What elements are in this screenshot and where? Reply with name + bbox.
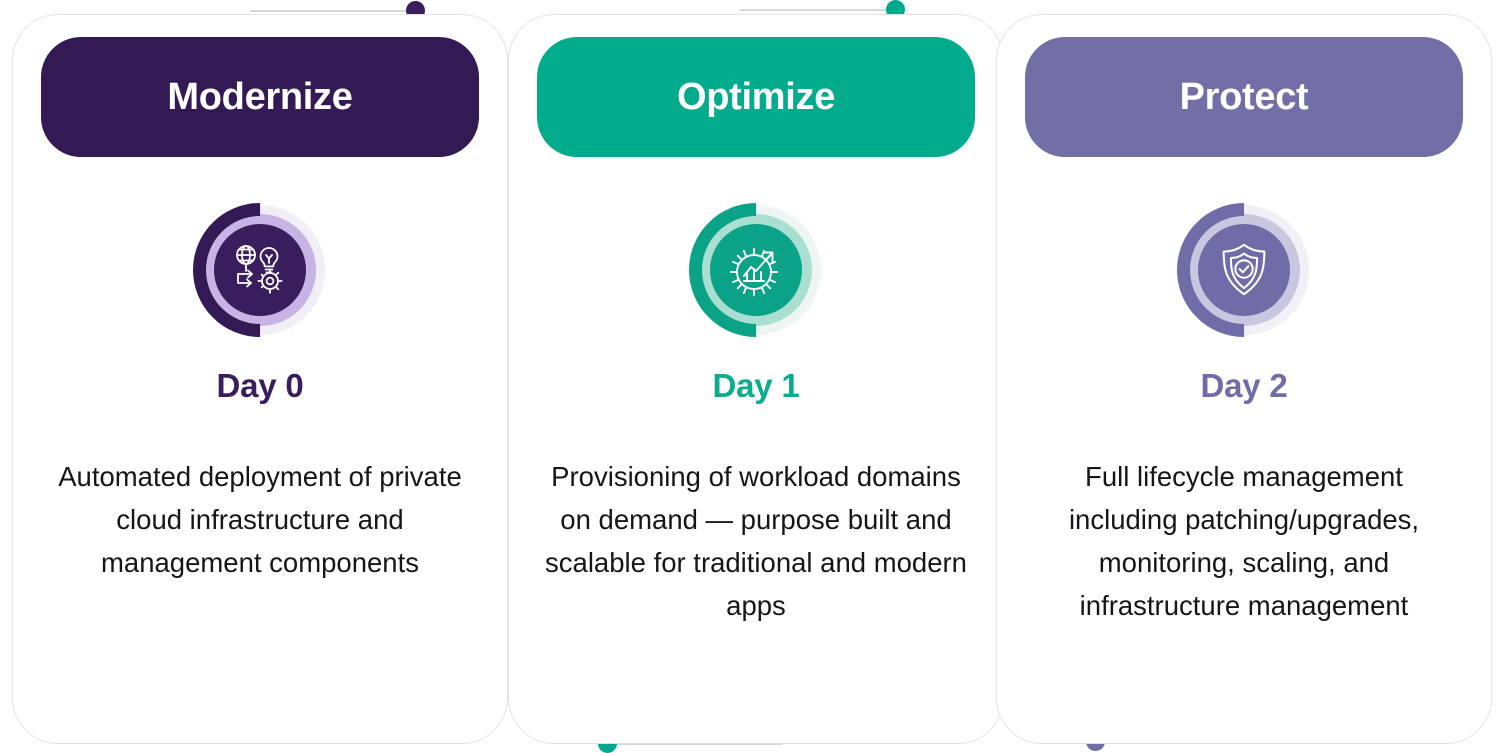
medallion-disc bbox=[1198, 224, 1290, 316]
pill-modernize[interactable]: Modernize bbox=[41, 37, 479, 157]
bottom-green-connector-line bbox=[612, 743, 782, 745]
medallion-disc bbox=[214, 224, 306, 316]
globe-lightbulb-gear-icon bbox=[236, 245, 283, 294]
pill-label-optimize: Optimize bbox=[676, 76, 836, 118]
top-green-connector-line bbox=[740, 9, 890, 11]
day-label-1: Day 1 bbox=[712, 367, 800, 404]
pill-optimize[interactable]: Optimize bbox=[537, 37, 975, 157]
card-optimize[interactable]: Optimize Day 1 bbox=[508, 14, 1004, 744]
medallion-optimize bbox=[661, 175, 851, 365]
day-label-0: Day 0 bbox=[216, 367, 304, 404]
shield-check-icon bbox=[1222, 243, 1266, 296]
card-modernize[interactable]: Modernize bbox=[12, 14, 508, 744]
medallion-disc bbox=[710, 224, 802, 316]
pill-protect[interactable]: Protect bbox=[1025, 37, 1463, 157]
medallion-protect bbox=[1149, 175, 1339, 365]
pill-label-modernize: Modernize bbox=[167, 76, 353, 118]
medallion-modernize bbox=[165, 175, 355, 365]
card-protect[interactable]: Protect Day 2 Full lifecycle management … bbox=[996, 14, 1492, 744]
top-purple-connector-line bbox=[250, 10, 410, 12]
gear-growth-chart-icon bbox=[730, 248, 778, 296]
description-protect: Full lifecycle management including patc… bbox=[1068, 461, 1420, 621]
pill-label-protect: Protect bbox=[1179, 76, 1309, 118]
description-modernize: Automated deployment of private cloud in… bbox=[58, 461, 462, 578]
description-optimize: Provisioning of workload domains on dema… bbox=[545, 461, 967, 621]
day-label-2: Day 2 bbox=[1200, 367, 1288, 404]
